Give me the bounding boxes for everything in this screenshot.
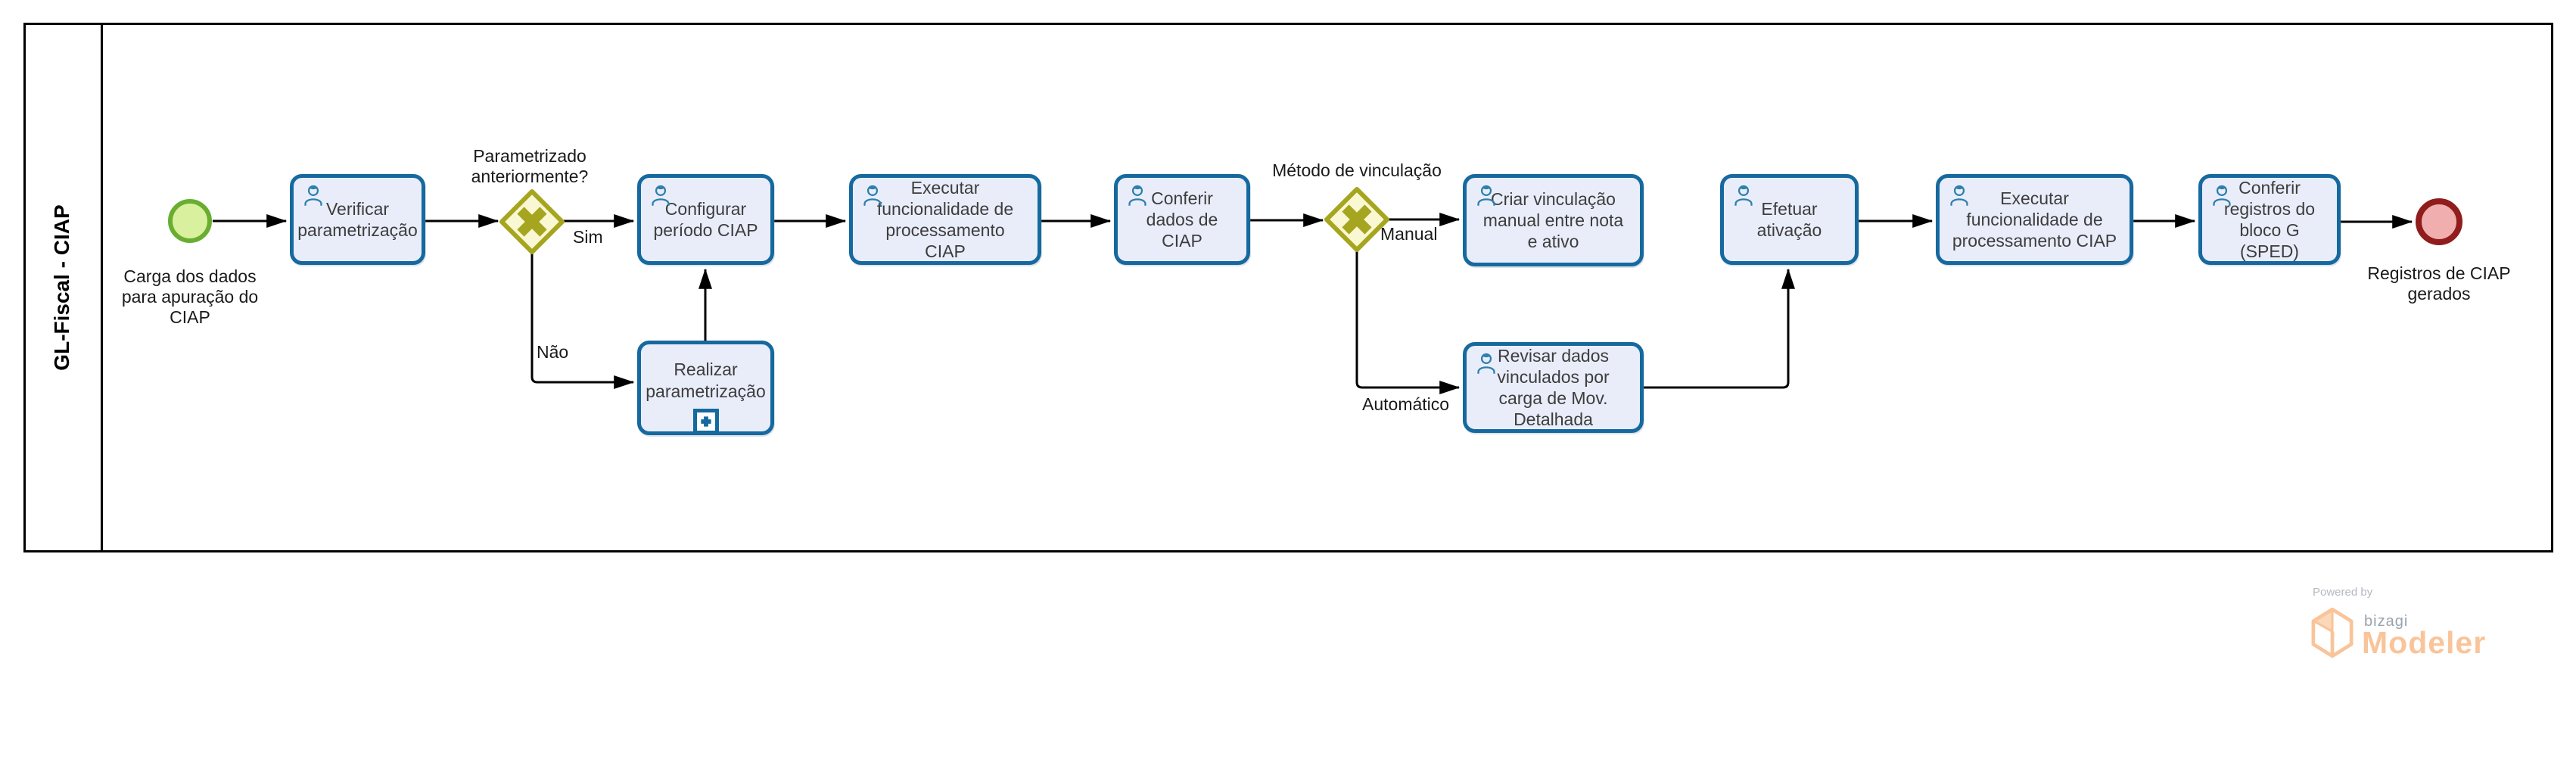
start-event-label: Carga dos dados para apuração do CIAP	[121, 266, 259, 328]
bizagi-brand-text: bizagi	[2364, 613, 2409, 630]
end-event-label: Registros de CIAP gerados	[2367, 263, 2511, 304]
task-label: Criar vinculação manual entre nota e ati…	[1482, 188, 1624, 252]
task-efetuar-ativacao[interactable]: Efetuar ativação	[1720, 174, 1859, 265]
user-task-icon	[300, 183, 326, 213]
gateway-parametrizado[interactable]	[499, 188, 565, 255]
bizagi-logo-icon	[2311, 607, 2354, 661]
user-task-icon	[1731, 183, 1756, 213]
user-task-icon	[648, 183, 674, 213]
task-conferir-dados-ciap[interactable]: Conferir dados de CIAP	[1114, 174, 1250, 265]
process-pool[interactable]	[23, 23, 2553, 552]
user-task-icon	[1946, 183, 1972, 213]
lane-divider	[101, 23, 103, 552]
user-task-icon	[1473, 351, 1499, 381]
task-label: Executar funcionalidade de processamento…	[1952, 188, 2117, 251]
task-label: Conferir dados de CIAP	[1146, 188, 1218, 251]
task-executar-processamento-2[interactable]: Executar funcionalidade de processamento…	[1936, 174, 2133, 265]
pool-title: GL-Fiscal - CIAP	[50, 204, 73, 371]
task-criar-vinculacao-manual[interactable]: Criar vinculação manual entre nota e ati…	[1463, 174, 1644, 266]
end-event[interactable]	[2416, 198, 2462, 245]
powered-by-text: Powered by	[2313, 586, 2373, 599]
gateway-metodo-vinculacao[interactable]	[1324, 186, 1390, 253]
edge-label-manual: Manual	[1380, 224, 1438, 244]
edge-label-nao: Não	[537, 342, 569, 362]
edge-label-automatico: Automático	[1362, 394, 1450, 414]
gateway-metodo-label: Método de vinculação	[1272, 160, 1442, 180]
task-label: Verificar parametrização	[297, 198, 418, 240]
gateway-parametrizado-label: Parametrizado anteriormente?	[471, 146, 589, 187]
task-conferir-registros-bloco-g[interactable]: Conferir registros do bloco G (SPED)	[2198, 174, 2341, 265]
task-configurar-periodo-ciap[interactable]: Configurar período CIAP	[637, 174, 774, 265]
task-verificar-parametrizacao[interactable]: Verificar parametrização	[290, 174, 425, 265]
edge-label-sim: Sim	[573, 227, 603, 247]
start-event[interactable]	[168, 199, 212, 243]
task-label: Executar funcionalidade de processamento…	[876, 177, 1014, 262]
user-task-icon	[1125, 183, 1150, 213]
task-label: Configurar período CIAP	[653, 198, 758, 240]
user-task-icon	[2209, 183, 2235, 213]
task-label: Revisar dados vinculados por carga de Mo…	[1497, 345, 1610, 430]
task-label: Conferir registros do bloco G (SPED)	[2223, 177, 2316, 262]
modeler-product-text: Modeler	[2362, 625, 2487, 660]
task-revisar-dados-vinculados[interactable]: Revisar dados vinculados por carga de Mo…	[1463, 342, 1644, 433]
user-task-icon	[1473, 183, 1499, 213]
task-executar-processamento-1[interactable]: Executar funcionalidade de processamento…	[849, 174, 1041, 265]
task-label: Efetuar ativação	[1756, 198, 1822, 240]
subprocess-realizar-parametrizacao[interactable]: Realizar parametrização	[637, 341, 774, 435]
user-task-icon	[860, 183, 885, 213]
task-label: Realizar parametrização	[646, 359, 766, 401]
subprocess-plus-icon[interactable]	[692, 409, 719, 434]
